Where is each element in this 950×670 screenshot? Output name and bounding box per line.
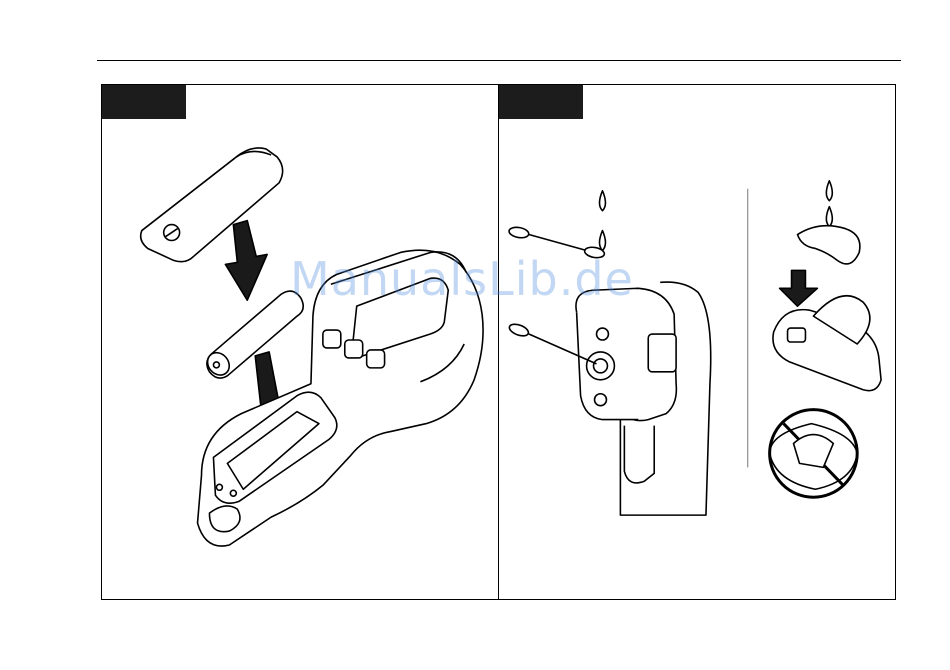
drop-icon: [826, 181, 832, 201]
lens-cleaning-illustration: [499, 85, 895, 599]
header-rule: [97, 60, 901, 61]
lens-cloth-icon: [797, 226, 859, 264]
watermark: ManualsLib.de: [290, 252, 634, 306]
battery-replacement-illustration: [102, 85, 498, 599]
drop-icon: [599, 231, 605, 251]
down-arrow-1-icon: [225, 221, 267, 301]
aa-battery-icon: [203, 291, 303, 379]
down-arrow-3-icon: [780, 270, 818, 306]
lens-cleaning-figure: [498, 84, 896, 600]
battery-replacement-figure: [101, 84, 499, 600]
no-soaking-icon: [770, 410, 858, 498]
battery-cover-icon: [141, 148, 283, 262]
drop-icon: [826, 207, 832, 227]
thermometer-front-icon: [576, 282, 711, 515]
drop-icon: [599, 191, 605, 211]
lens-wipe-icon: [773, 296, 881, 391]
